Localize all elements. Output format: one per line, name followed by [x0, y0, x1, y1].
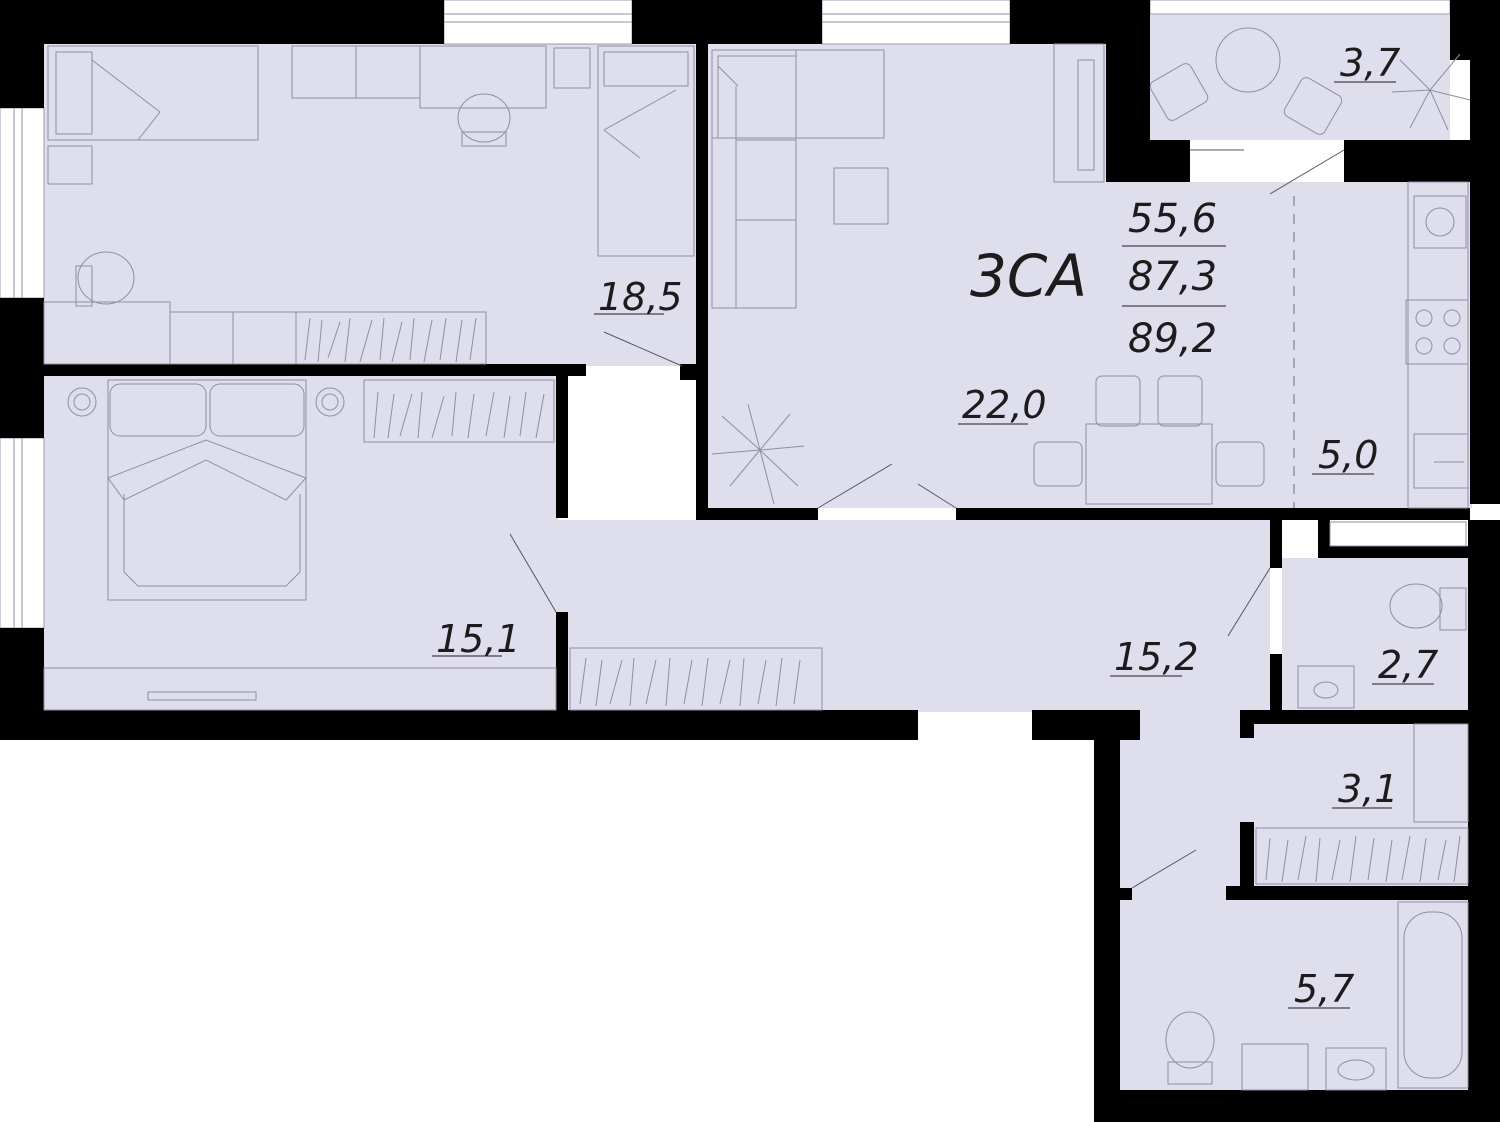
room-labels: 3СА 55,6 87,3 89,2 18,5 15,1 22,0 5,0 3,… — [432, 41, 1438, 1011]
room-area-balcony: 3,7 — [1340, 41, 1400, 85]
furniture-kitchen — [1405, 181, 1469, 509]
room-area-toilet: 2,7 — [1378, 643, 1438, 687]
furniture-top-bedroom — [43, 45, 695, 365]
room-area-living: 22,0 — [962, 383, 1047, 427]
total-area-2: 87,3 — [1128, 254, 1217, 300]
room-area-bedroom-top: 18,5 — [598, 275, 683, 319]
furniture-balcony — [1149, 27, 1471, 135]
total-area-1: 55,6 — [1128, 196, 1217, 242]
furniture-bottom-bedroom — [43, 379, 557, 711]
furniture-toilet — [1297, 521, 1467, 709]
total-area-3: 89,2 — [1128, 316, 1217, 362]
room-area-storage: 3,1 — [1338, 767, 1398, 811]
room-area-bedroom-bottom: 15,1 — [436, 617, 521, 661]
windows — [0, 0, 1451, 629]
furniture-storage — [1255, 723, 1469, 885]
furniture-bathroom — [1165, 901, 1469, 1091]
furniture-living-room — [711, 43, 1265, 505]
apartment-type-label: 3СА — [970, 242, 1087, 310]
room-area-kitchen: 5,0 — [1318, 433, 1378, 477]
door-swings — [509, 149, 1345, 889]
floor-areas — [44, 0, 1472, 1092]
window-balcony — [1149, 0, 1451, 15]
room-area-bathroom: 5,7 — [1294, 967, 1354, 1011]
furniture-hallway — [569, 647, 823, 711]
room-area-hallway: 15,2 — [1114, 635, 1199, 679]
